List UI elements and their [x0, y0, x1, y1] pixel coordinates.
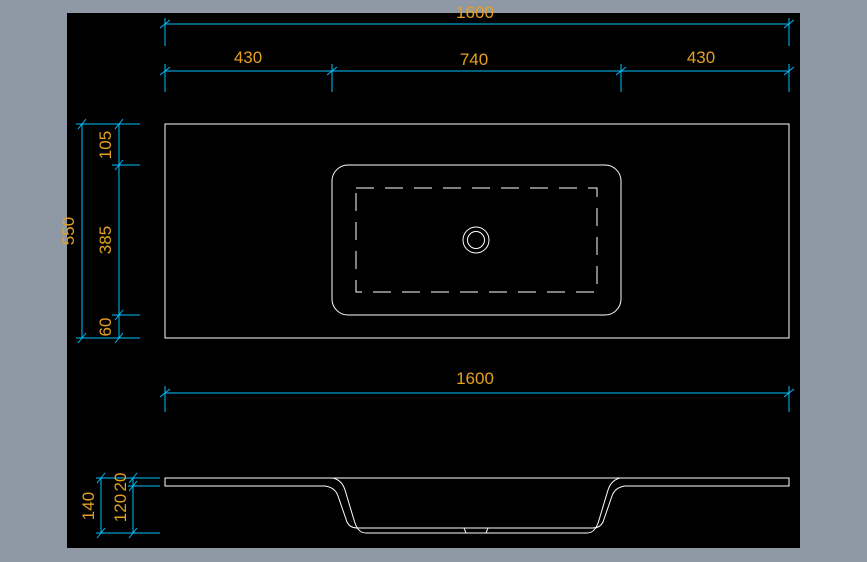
- section-width-dimension-lines: [159, 386, 795, 412]
- dim-total-height: 140: [79, 492, 98, 520]
- dim-bowl-height: 120: [111, 494, 130, 522]
- dim-right-offset: 430: [687, 48, 715, 67]
- countertop-outline: [164, 123, 790, 339]
- dim-front-margin: 105: [96, 131, 115, 159]
- drain-inner-circle: [467, 231, 485, 249]
- top-dimension-lines: [159, 18, 795, 92]
- section-profile: [164, 477, 790, 534]
- section-height-dimension-lines: [96, 472, 160, 539]
- dim-top-thickness: 20: [111, 473, 130, 492]
- dim-basin-width: 740: [460, 50, 488, 69]
- drain-outer-circle: [462, 226, 490, 254]
- left-dimension-lines: [76, 118, 140, 344]
- drawing-canvas: [67, 13, 800, 548]
- basin-rim-outline: [331, 164, 622, 316]
- basin-floor-hidden-line: [355, 187, 598, 293]
- dim-left-offset: 430: [234, 48, 262, 67]
- dim-overall-depth: 550: [59, 217, 78, 245]
- dim-basin-depth: 385: [96, 226, 115, 254]
- dim-back-margin: 60: [96, 318, 115, 337]
- dim-overall-width-top: 1600: [456, 3, 494, 22]
- dim-section-width: 1600: [456, 369, 494, 388]
